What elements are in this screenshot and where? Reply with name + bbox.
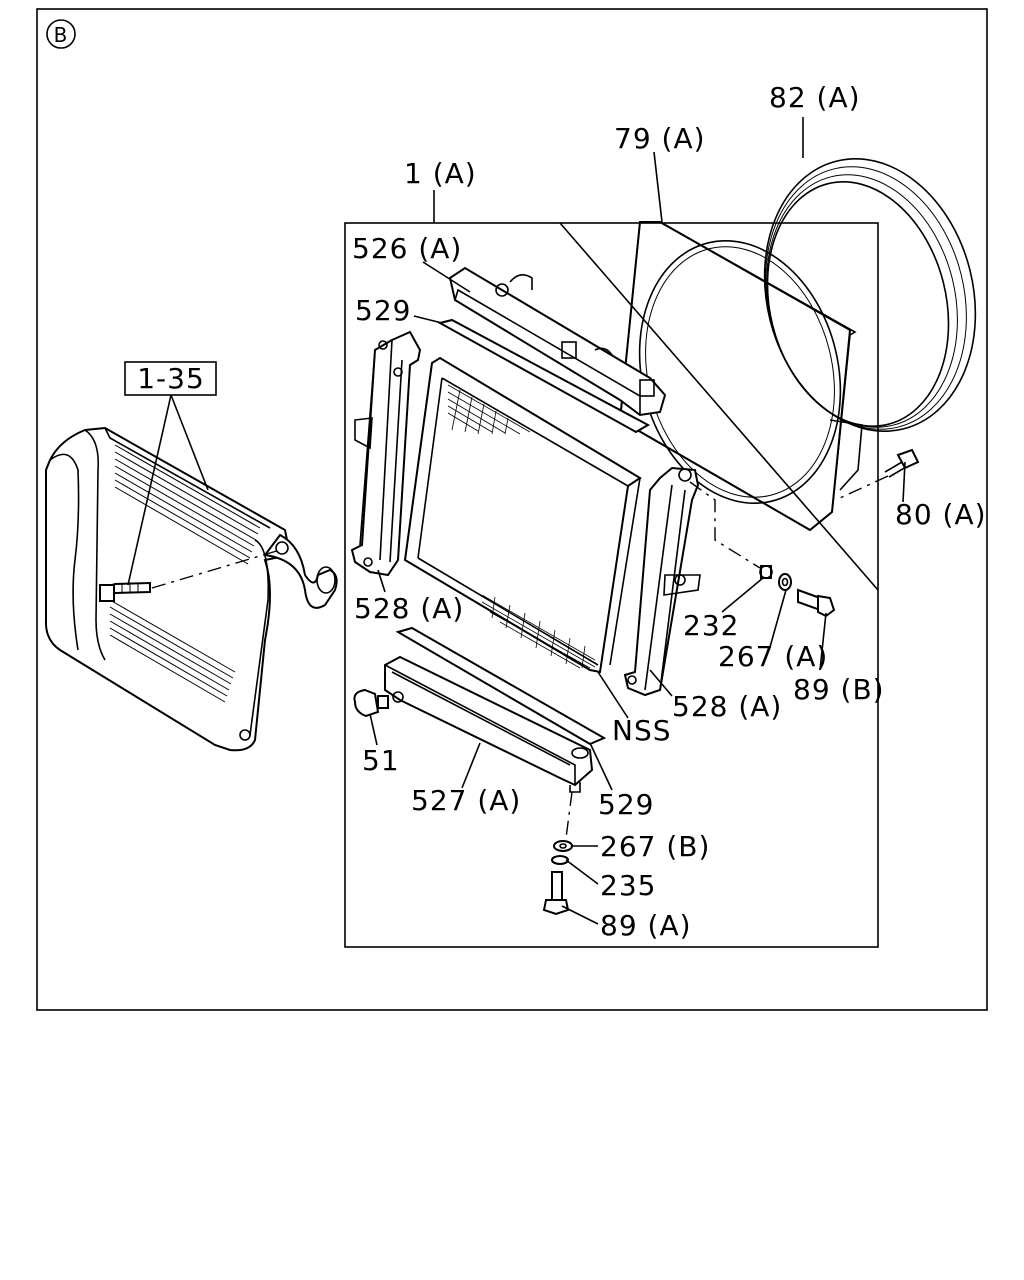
- section-marker: B: [46, 19, 76, 49]
- fan-ring: [763, 158, 977, 432]
- leader-ref-2: [170, 394, 209, 491]
- label-lower-seal: 529: [598, 788, 654, 821]
- lower-tank: [384, 655, 594, 793]
- section-marker-text: B: [54, 23, 69, 47]
- lower-seal: [395, 626, 607, 746]
- bottom-dash: [565, 791, 573, 839]
- shroud-bolt-dash: [839, 475, 889, 499]
- label-washer-b: 267 (B): [600, 830, 710, 863]
- label-shroud: 79 (A): [614, 122, 706, 155]
- intercooler: [44, 426, 338, 752]
- reference-box-text: 1-35: [137, 362, 205, 395]
- outer-frame: [36, 8, 988, 1011]
- drain-plug: [353, 688, 404, 718]
- drain-fitting: [759, 565, 773, 579]
- side-bracket-right: [623, 466, 701, 697]
- label-side-bracket-right: 528 (A): [672, 690, 782, 723]
- leader-ref-1: [127, 394, 172, 586]
- label-drain-plug: 51: [362, 744, 400, 777]
- label-washer-a: 267 (A): [718, 640, 828, 673]
- assembly-box: [344, 222, 879, 948]
- shroud-bolt: [884, 448, 920, 478]
- label-nut: 235: [600, 869, 656, 902]
- upper-seal: [437, 318, 651, 434]
- label-lower-tank: 527 (A): [411, 784, 521, 817]
- label-drain-fitting: 232: [683, 609, 739, 642]
- label-shroud-bolt: 80 (A): [895, 498, 987, 531]
- fastener-dash: [689, 481, 761, 569]
- label-bolt-a: 89 (A): [600, 909, 692, 942]
- washer-a: [778, 573, 792, 591]
- label-assembly: 1 (A): [404, 157, 477, 190]
- reference-box: 1-35: [124, 361, 217, 396]
- core: [403, 356, 642, 674]
- label-core: NSS: [612, 714, 672, 747]
- nut: [551, 855, 569, 865]
- upper-tank: [448, 266, 667, 417]
- leader-ref-dash: [151, 549, 281, 589]
- bolt-b: [797, 588, 836, 618]
- leader-lines: [369, 117, 906, 925]
- washer-b: [553, 840, 573, 852]
- label-bolt-b: 89 (B): [793, 673, 885, 706]
- shroud: [618, 221, 863, 532]
- label-side-bracket-left: 528 (A): [354, 592, 464, 625]
- bolt-a: [542, 871, 570, 916]
- label-fan-ring: 82 (A): [769, 81, 861, 114]
- side-bracket-left: [350, 330, 422, 577]
- label-upper-seal: 529: [355, 294, 411, 327]
- label-upper-tank: 526 (A): [352, 232, 462, 265]
